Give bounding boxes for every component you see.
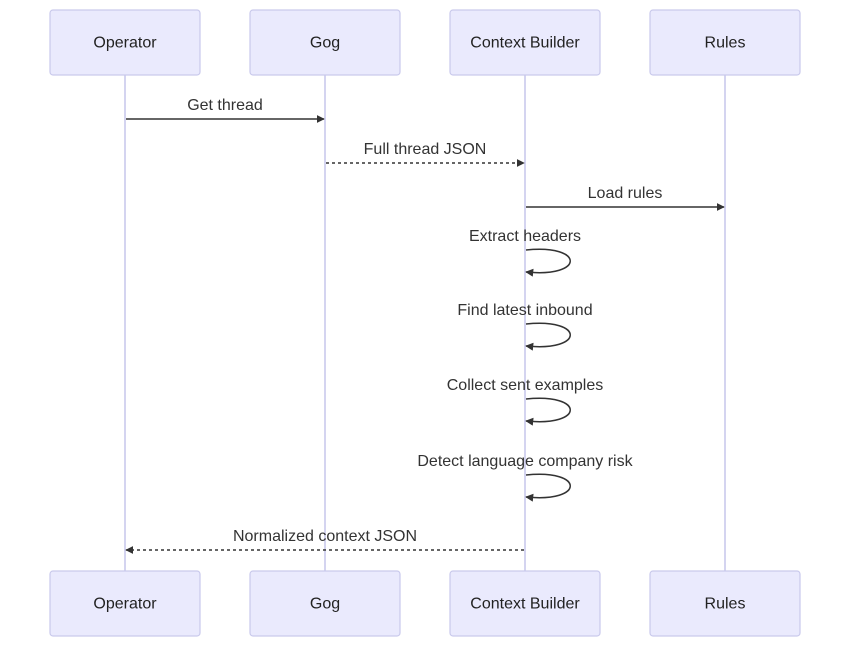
- actor-context_builder-bottom: Context Builder: [449, 570, 601, 637]
- actor-gog-bottom: Gog: [249, 570, 401, 637]
- actor-box: [649, 9, 801, 76]
- actor-label: Operator: [93, 35, 157, 52]
- actor-box: [249, 9, 401, 76]
- message-label: Full thread JSON: [364, 141, 487, 158]
- actor-box: [249, 570, 401, 637]
- actor-rules-top: Rules: [649, 9, 801, 76]
- actor-operator-top: Operator: [49, 9, 201, 76]
- message-4: Extract headers: [469, 228, 581, 277]
- message-label: Get thread: [187, 97, 263, 114]
- actor-box: [449, 570, 601, 637]
- message-6: Collect sent examples: [447, 377, 604, 426]
- actor-label: Gog: [310, 596, 340, 613]
- actor-label: Operator: [93, 596, 157, 613]
- actor-context_builder-top: Context Builder: [449, 9, 601, 76]
- message-label: Extract headers: [469, 228, 581, 245]
- message-label: Collect sent examples: [447, 377, 604, 394]
- message-label: Normalized context JSON: [233, 528, 417, 545]
- self-message-arrow: [525, 322, 571, 351]
- actor-label: Context Builder: [470, 35, 580, 52]
- message-label: Detect language company risk: [417, 453, 633, 470]
- message-label: Load rules: [588, 185, 663, 202]
- message-7: Detect language company risk: [417, 453, 634, 502]
- message-5: Find latest inbound: [457, 302, 593, 351]
- actor-box: [449, 9, 601, 76]
- self-message-arrow: [525, 248, 571, 277]
- actor-box: [49, 570, 201, 637]
- message-label: Find latest inbound: [457, 302, 592, 319]
- actor-label: Gog: [310, 35, 340, 52]
- actor-label: Rules: [705, 35, 746, 52]
- message-1: Get thread: [126, 97, 325, 123]
- actor-rules-bottom: Rules: [649, 570, 801, 637]
- self-message-arrow: [525, 473, 571, 502]
- actor-box: [649, 570, 801, 637]
- actor-label: Rules: [705, 596, 746, 613]
- actor-label: Context Builder: [470, 596, 580, 613]
- self-message-arrow: [525, 397, 571, 426]
- actor-operator-bottom: Operator: [49, 570, 201, 637]
- message-3: Load rules: [526, 185, 725, 211]
- message-2: Full thread JSON: [326, 141, 525, 167]
- actor-gog-top: Gog: [249, 9, 401, 76]
- actor-box: [49, 9, 201, 76]
- message-8: Normalized context JSON: [125, 528, 524, 554]
